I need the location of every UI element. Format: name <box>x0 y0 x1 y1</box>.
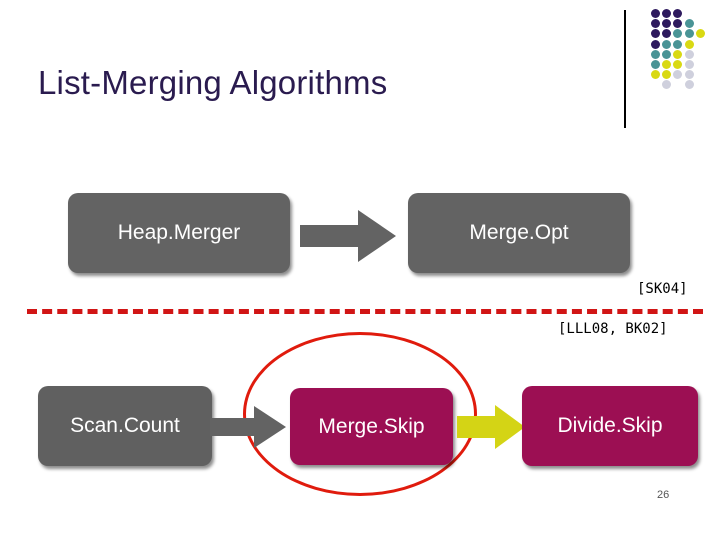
node-heapmerger-label: Heap.Merger <box>117 221 241 244</box>
logo-dot <box>684 80 694 90</box>
node-divideskip-label: Divide.Skip <box>557 414 663 437</box>
dot-grid-logo-icon <box>651 9 707 90</box>
logo-dot <box>673 39 683 49</box>
node-divideskip[interactable]: Divide.Skip <box>522 386 698 466</box>
logo-dot <box>662 9 672 18</box>
red-dashed-separator <box>27 309 703 314</box>
logo-dot <box>684 39 694 49</box>
logo-dot <box>673 19 683 29</box>
arrow-scancount-to-mergeskip-icon <box>210 406 286 448</box>
node-heapmerger[interactable]: Heap.Merger <box>68 193 290 273</box>
node-mergeskip[interactable]: Merge.Skip <box>290 388 453 465</box>
logo-dot <box>673 70 683 80</box>
logo-dot <box>662 70 672 80</box>
node-scancount[interactable]: Scan.Count <box>38 386 212 466</box>
logo-dot <box>684 19 694 29</box>
logo-dot <box>684 49 694 59</box>
logo-dot <box>651 49 660 59</box>
logo-dot <box>684 70 694 80</box>
node-mergeopt-label: Merge.Opt <box>469 221 569 244</box>
logo-dot <box>662 29 672 39</box>
node-mergeopt[interactable]: Merge.Opt <box>408 193 630 273</box>
logo-dot <box>651 39 660 49</box>
header-vertical-rule <box>624 10 626 128</box>
logo-dot <box>695 29 705 39</box>
page-number: 26 <box>657 489 670 501</box>
arrow-mergeskip-to-divideskip-icon <box>457 405 525 449</box>
logo-dot <box>662 80 672 90</box>
logo-dot <box>684 29 694 39</box>
node-scancount-label: Scan.Count <box>70 414 180 437</box>
logo-dot <box>673 29 683 39</box>
node-mergeskip-label: Merge.Skip <box>318 414 425 438</box>
logo-dot <box>651 60 660 69</box>
logo-dot <box>662 49 672 59</box>
logo-dot <box>651 70 660 80</box>
logo-dot <box>662 19 672 29</box>
logo-dot <box>651 29 660 39</box>
citation-lll08: [LLL08, BK02] <box>558 321 668 337</box>
logo-dot <box>673 60 683 69</box>
logo-dot <box>673 49 683 59</box>
logo-dot <box>662 39 672 49</box>
logo-dot <box>662 60 672 69</box>
logo-dot <box>651 9 660 18</box>
arrow-heapmerger-to-mergeopt-icon <box>300 210 396 262</box>
red-ellipse-around-mergeskip <box>243 332 477 496</box>
logo-dot <box>651 19 660 29</box>
page-title: List-Merging Algorithms <box>38 64 388 101</box>
citation-sk04: [SK04] <box>637 281 688 297</box>
logo-dot <box>684 60 694 69</box>
logo-dot <box>673 9 683 18</box>
